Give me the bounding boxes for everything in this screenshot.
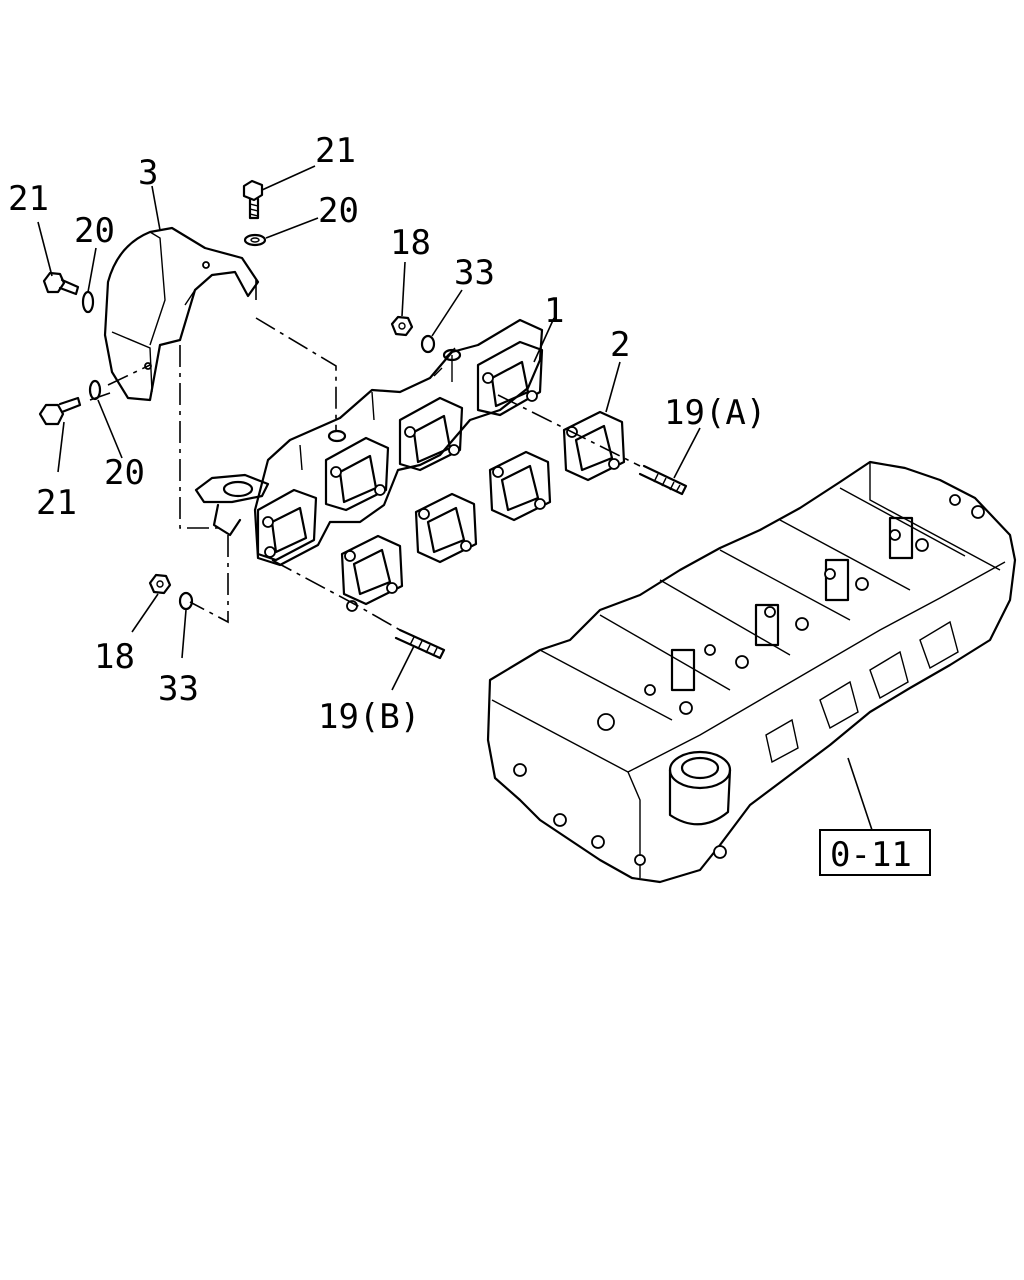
callout-21-lower: 21 (36, 483, 77, 523)
heat-shield (103, 226, 260, 402)
callout-18-top: 18 (390, 223, 431, 263)
washer-20-left (81, 290, 95, 314)
callout-21-left: 21 (8, 179, 49, 219)
cylinder-head (486, 460, 1017, 884)
gasket-row (340, 410, 626, 612)
reference-box-label: 0-11 (830, 835, 912, 875)
stud-19b (394, 628, 446, 660)
washer-33-bottom (178, 591, 194, 611)
nut-18-top (390, 315, 414, 337)
thermostat-housing (668, 750, 732, 826)
callout-33-bottom: 33 (158, 669, 199, 709)
manifold-outlet-flange (194, 473, 270, 537)
callout-18-bottom: 18 (94, 637, 135, 677)
exhaust-manifold (194, 318, 544, 567)
reference-box: 0-11 (819, 829, 931, 876)
callout-20-lower: 20 (104, 453, 145, 493)
bolt-21-top (242, 179, 264, 220)
gasket-4 (340, 534, 404, 612)
callout-19b: 19(B) (318, 697, 420, 737)
manifold-port-3 (324, 436, 390, 512)
callout-33-top: 33 (454, 253, 495, 293)
gasket-2 (488, 450, 552, 522)
nut-18-bottom (148, 573, 172, 595)
callout-1: 1 (544, 291, 564, 331)
gasket-1 (562, 410, 626, 482)
callout-21-top: 21 (315, 131, 356, 171)
callout-2: 2 (610, 325, 630, 365)
alignment-lines (89, 280, 641, 631)
manifold-port-4 (256, 488, 318, 562)
bolt-21-left (42, 271, 80, 296)
callout-20-top: 20 (318, 191, 359, 231)
leader-lines (37, 165, 873, 831)
cam-bearing-bosses (670, 516, 914, 692)
manifold-port-2 (398, 396, 464, 472)
washer-33-top (420, 334, 436, 354)
stud-19a (638, 464, 688, 496)
bolt-21-lower (38, 396, 82, 426)
callout-3: 3 (138, 153, 158, 193)
manifold-port-1 (476, 340, 544, 417)
callout-19a: 19(A) (664, 393, 766, 433)
callout-20-left: 20 (74, 211, 115, 251)
washer-20-top (243, 233, 267, 247)
gasket-3 (414, 492, 478, 564)
